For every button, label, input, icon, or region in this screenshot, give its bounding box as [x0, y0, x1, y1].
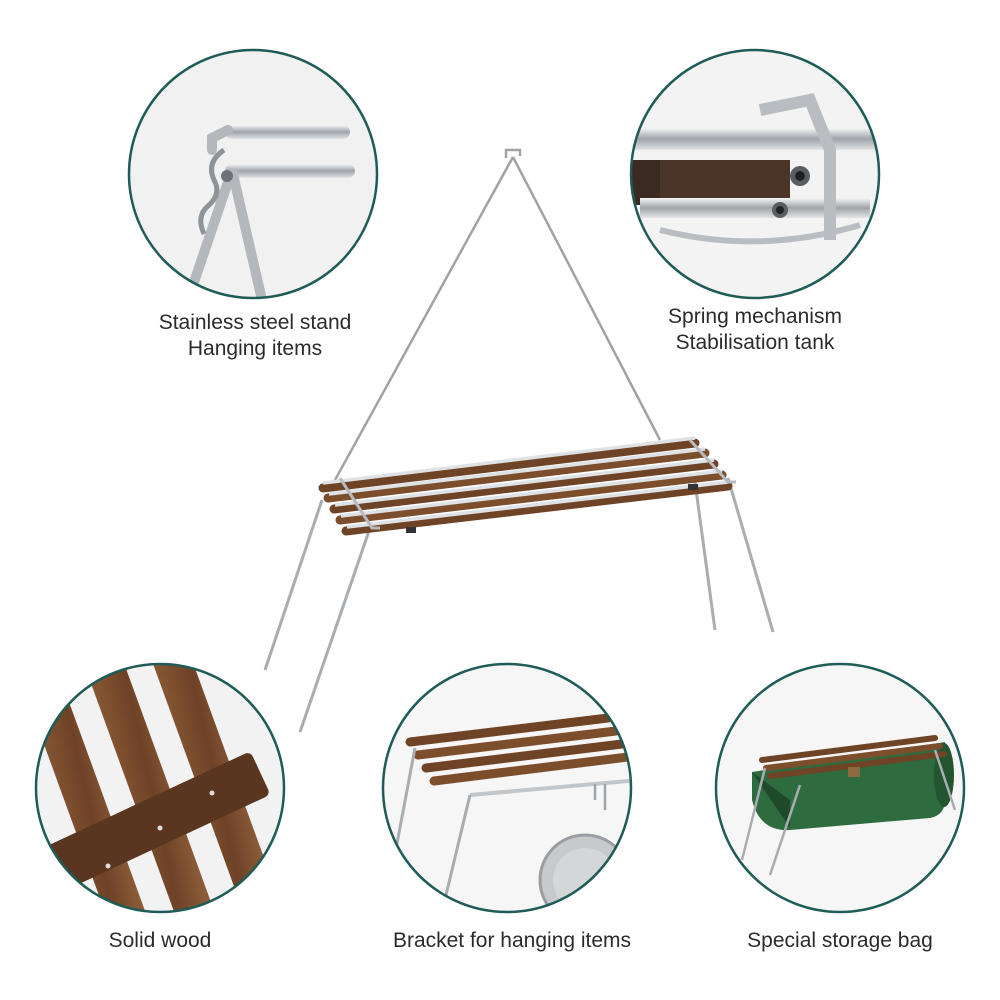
tube-spring-closeup-image	[629, 48, 881, 300]
caption-line: Stainless steel stand	[158, 311, 352, 334]
caption-line: Spring mechanism	[668, 305, 842, 328]
caption-line: Hanging items	[187, 337, 323, 360]
rack-with-pot-image	[381, 662, 633, 914]
rack-with-green-bag-image	[714, 662, 966, 914]
caption-line: Special storage bag	[747, 929, 933, 952]
caption-spring-mechanism: Spring mechanism Stabilisation tank	[630, 304, 880, 356]
caption-stainless-steel: Stainless steel stand Hanging items	[130, 310, 380, 362]
caption-storage-bag: Special storage bag	[720, 928, 960, 954]
caption-line: Solid wood	[108, 929, 212, 952]
hook-joint-closeup-image	[127, 48, 379, 300]
wood-slats-closeup-image	[34, 662, 286, 914]
caption-bracket: Bracket for hanging items	[372, 928, 652, 954]
caption-line: Bracket for hanging items	[392, 929, 632, 952]
main-rack	[263, 148, 775, 733]
caption-solid-wood: Solid wood	[60, 928, 260, 954]
caption-line: Stabilisation tank	[675, 331, 835, 354]
